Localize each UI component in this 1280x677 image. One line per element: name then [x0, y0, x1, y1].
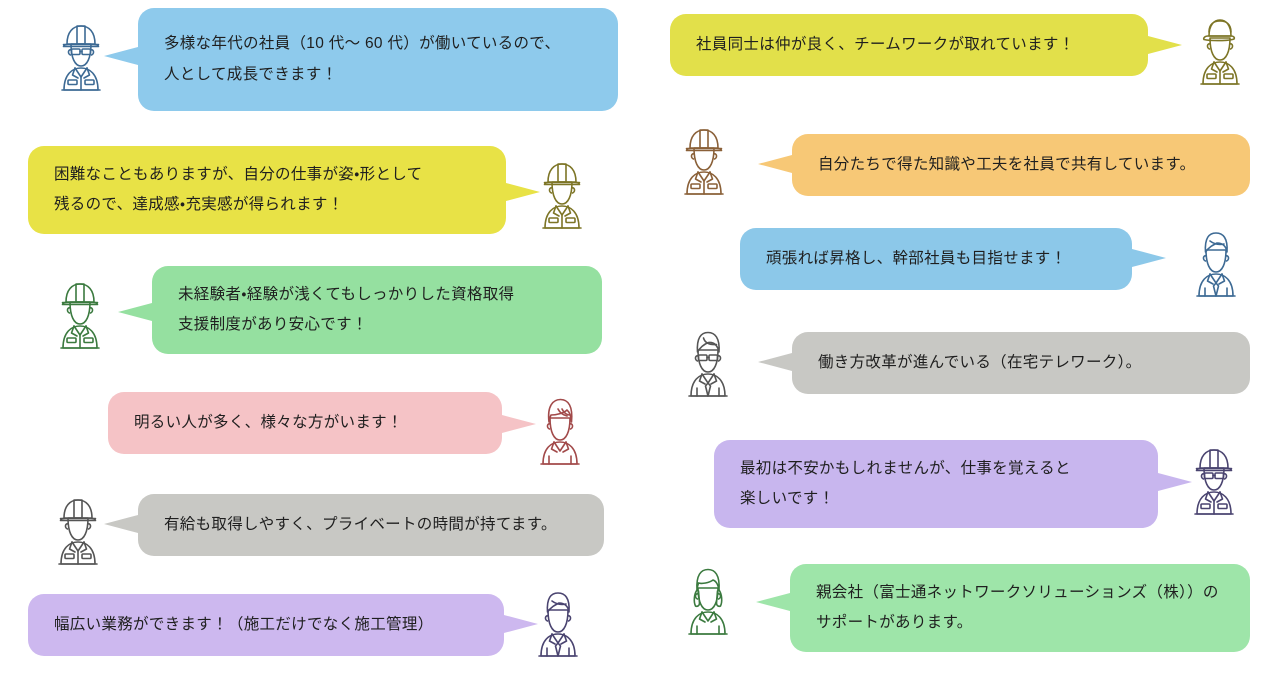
speech-bubble-bright-people: 明るい人が多く、様々な方がいます！ [108, 392, 502, 454]
man-glasses-tie-avatar [672, 320, 744, 400]
speech-bubble-age-diversity: 多様な年代の社員（10 代〜 60 代）が働いているので、 人として成長できます… [138, 8, 618, 111]
bubble-text: 頑張れば昇格し、幹部社員も目指せます！ [766, 249, 1067, 267]
bubble-tail-parent-company-support [756, 593, 790, 611]
worker-helmet-glasses-avatar [1178, 438, 1250, 518]
bubble-tail-teamwork [1148, 36, 1182, 54]
bubble-tail-paid-leave [104, 515, 138, 533]
businessman-tie-avatar [1180, 220, 1252, 300]
bubble-text: 社員同士は仲が良く、チームワークが取れています！ [696, 35, 1075, 53]
speech-bubble-knowledge-sharing: 自分たちで得た知識や工夫を社員で共有しています。 [792, 134, 1250, 196]
speech-bubble-wide-range-work: 幅広い業務ができます！（施工だけでなく施工管理） [28, 594, 504, 656]
businessman-tie-avatar [522, 580, 594, 660]
woman-short-hair-avatar [524, 388, 596, 468]
worker-helmet-avatar [526, 152, 598, 232]
bubble-tail-work-style-reform [758, 353, 792, 371]
bubble-tail-learning-is-fun [1158, 473, 1192, 491]
bubble-text: 自分たちで得た知識や工夫を社員で共有しています。 [818, 155, 1196, 173]
speech-bubble-paid-leave: 有給も取得しやすく、プライベートの時間が持てます。 [138, 494, 604, 556]
bubble-tail-wide-range-work [504, 615, 538, 633]
speech-bubble-qualification-support: 未経験者・経験が浅くてもしっかりした資格取得 支援制度があり安心です！ [152, 266, 602, 354]
bubble-text: 幅広い業務ができます！（施工だけでなく施工管理） [54, 615, 434, 633]
bubble-text: 親会社（富士通ネットワークソリューションズ（株））の サポートがあります。 [816, 583, 1219, 631]
speech-bubble-work-style-reform: 働き方改革が進んでいる（在宅テレワーク）。 [792, 332, 1250, 394]
bubble-text: 有給も取得しやすく、プライベートの時間が持てます。 [164, 515, 557, 533]
bubble-text: 働き方改革が進んでいる（在宅テレワーク）。 [818, 353, 1142, 371]
speech-bubble-promotion: 頑張れば昇格し、幹部社員も目指せます！ [740, 228, 1132, 290]
worker-cap-avatar [1184, 8, 1256, 88]
bubble-text: 明るい人が多く、様々な方がいます！ [134, 413, 403, 431]
bubble-text: 多様な年代の社員（10 代〜 60 代）が働いているので、 人として成長できます… [164, 35, 561, 83]
speech-bubble-parent-company-support: 親会社（富士通ネットワークソリューションズ（株））の サポートがあります。 [790, 564, 1250, 652]
speech-bubble-achievement: 困難なこともありますが、自分の仕事が姿・形として 残るので、達成感・充実感が得ら… [28, 146, 506, 234]
speech-bubble-teamwork: 社員同士は仲が良く、チームワークが取れています！ [670, 14, 1148, 76]
worker-helmet-avatar [42, 488, 114, 568]
bubble-text: 最初は不安かもしれませんが、仕事を覚えると 楽しいです！ [740, 459, 1071, 507]
bubble-tail-qualification-support [118, 303, 152, 321]
bubble-tail-bright-people [502, 415, 536, 433]
worker-helmet-glasses-avatar [45, 14, 117, 94]
woman-long-hair-avatar [672, 558, 744, 638]
worker-helmet-avatar [668, 118, 740, 198]
bubble-tail-promotion [1132, 249, 1166, 267]
bubble-tail-knowledge-sharing [758, 155, 792, 173]
worker-helmet-avatar [44, 272, 116, 352]
bubble-tail-achievement [506, 183, 540, 201]
bubble-text: 未経験者・経験が浅くてもしっかりした資格取得 支援制度があり安心です！ [178, 285, 515, 333]
bubble-tail-age-diversity [104, 47, 138, 65]
speech-bubble-learning-is-fun: 最初は不安かもしれませんが、仕事を覚えると 楽しいです！ [714, 440, 1158, 528]
bubble-text: 困難なこともありますが、自分の仕事が姿・形として 残るので、達成感・充実感が得ら… [54, 165, 423, 213]
